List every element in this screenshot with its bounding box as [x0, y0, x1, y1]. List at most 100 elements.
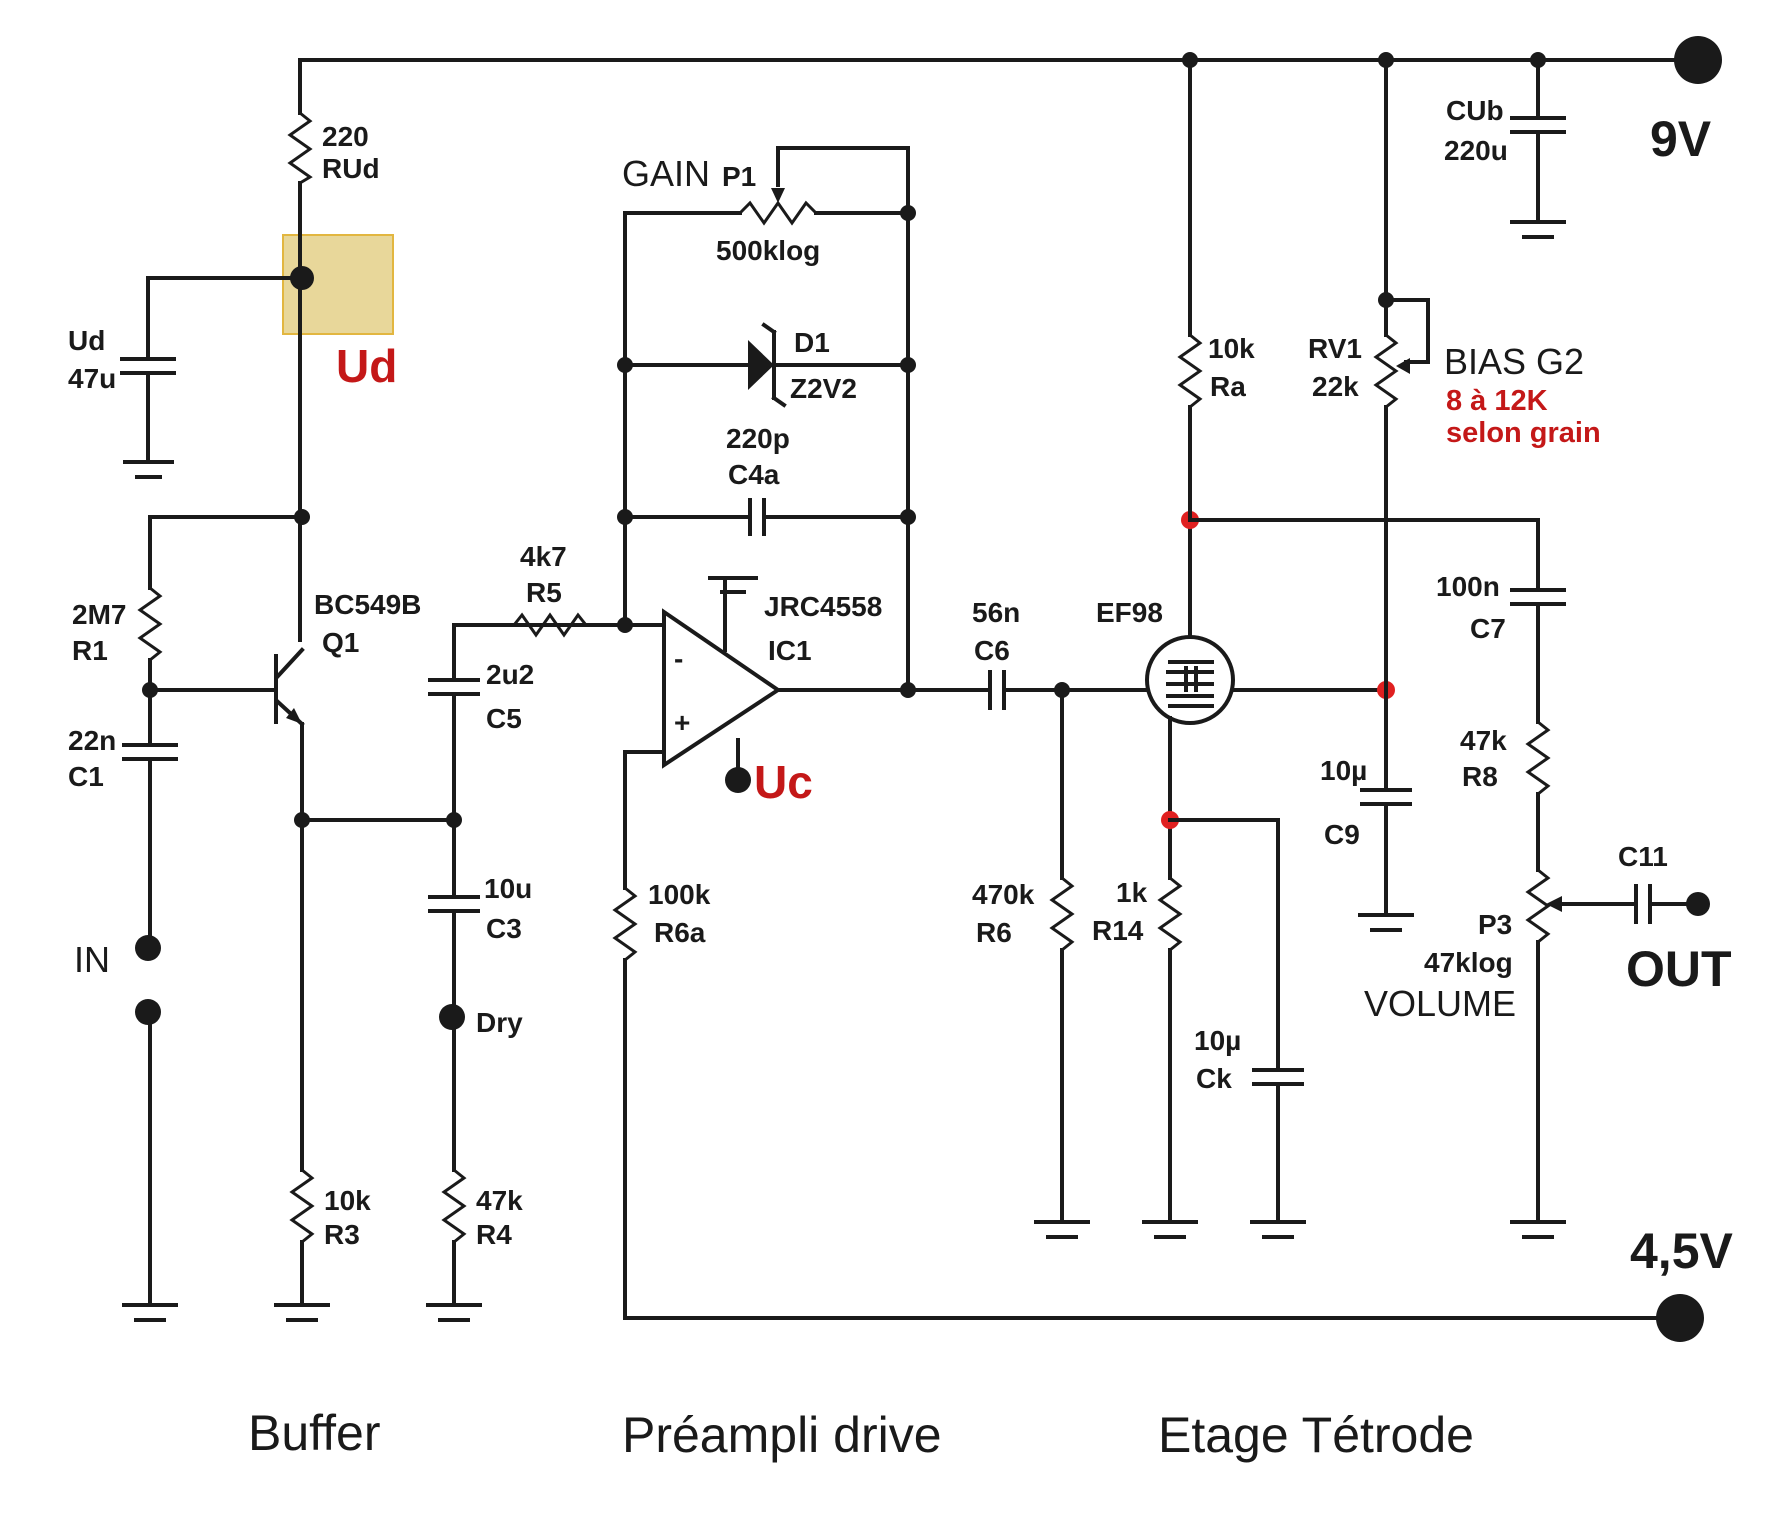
ground-c9: [1358, 913, 1414, 932]
wire-feedback-left: [623, 211, 742, 627]
ground-r3: [274, 1303, 330, 1322]
terminal-4v5[interactable]: [1656, 1294, 1704, 1342]
r8-ref: R8: [1462, 761, 1498, 792]
ck-ref: Ck: [1196, 1063, 1232, 1094]
rv1-note1: 8 à 12K: [1446, 385, 1548, 417]
ic1-ref: IC1: [768, 635, 812, 666]
capacitor-c9: [1360, 788, 1412, 806]
resistor-r4: [441, 1168, 467, 1244]
r1-ref: R1: [72, 635, 108, 666]
section-buffer: Buffer: [248, 1405, 381, 1461]
wire-cathode-ck: [1168, 818, 1280, 1072]
c4a-value: 220p: [726, 423, 790, 454]
d1-value: Z2V2: [790, 373, 857, 404]
tube-ef98: [1145, 635, 1235, 725]
wire-rv1-wiper: [1384, 298, 1430, 364]
wire-plate-c7: [1188, 518, 1540, 592]
c9-value: 10µ: [1320, 755, 1367, 786]
rv1-note2: selon grain: [1446, 417, 1601, 449]
r6a-value: 100k: [648, 879, 711, 910]
capacitor-c11: [1634, 884, 1652, 924]
terminal-dry[interactable]: [439, 1004, 465, 1030]
wire-noninverting: [623, 750, 666, 890]
ground-r4: [426, 1303, 482, 1322]
capacitor-c4a: [748, 498, 766, 536]
section-tetrode: Etage Tétrode: [1158, 1407, 1474, 1463]
p3-value: 47klog: [1424, 947, 1513, 978]
ic1-minus: -: [674, 643, 683, 674]
wire-cud: [146, 276, 304, 360]
potentiometer-rv1-arrow: [1396, 358, 1410, 374]
potentiometer-p1-arrow: [771, 188, 785, 203]
opamp-ic1-vminus-bar: [708, 576, 758, 594]
tube-ef98-grids: [1166, 660, 1214, 708]
potentiometer-p3[interactable]: [1525, 868, 1551, 944]
capacitor-cud: [120, 357, 176, 375]
r6-value: 470k: [972, 879, 1035, 910]
terminal-uc[interactable]: [725, 767, 751, 793]
rv1-function: BIAS G2: [1444, 341, 1584, 382]
p3-function: VOLUME: [1364, 983, 1516, 1024]
capacitor-cub: [1510, 116, 1566, 134]
node-c5-c3: [446, 812, 462, 828]
c11-ref: C11: [1618, 841, 1668, 872]
capacitor-c1: [122, 743, 178, 761]
r4-value: 47k: [476, 1185, 523, 1216]
resistor-r14: [1157, 876, 1183, 952]
ck-value: 10µ: [1194, 1025, 1241, 1056]
c4a-ref: C4a: [728, 459, 780, 490]
d1-ref: D1: [794, 327, 830, 358]
r3-value: 10k: [324, 1185, 371, 1216]
potentiometer-rv1[interactable]: [1373, 333, 1399, 409]
node-opamp-out: [900, 682, 916, 698]
q1-ref: Q1: [322, 627, 359, 658]
node-ra-top: [1182, 52, 1198, 68]
terminal-out[interactable]: [1686, 892, 1710, 916]
c5-value: 2u2: [486, 659, 534, 690]
r3-ref: R3: [324, 1219, 360, 1250]
terminal-9v[interactable]: [1674, 36, 1722, 84]
r6-ref: R6: [976, 917, 1012, 948]
out-label: OUT: [1626, 941, 1732, 997]
transistor-q1-arrow: [286, 708, 302, 724]
diode-d1: [748, 340, 774, 390]
cub-ref: CUb: [1446, 95, 1504, 126]
capacitor-ck: [1252, 1068, 1304, 1086]
r8-value: 47k: [1460, 725, 1507, 756]
r14-value: 1k: [1116, 877, 1148, 908]
uc-label: Uc: [754, 756, 813, 808]
capacitor-c6: [988, 670, 1006, 710]
resistor-r8: [1525, 720, 1551, 796]
c6-value: 56n: [972, 597, 1020, 628]
capacitor-c3: [428, 895, 480, 913]
potentiometer-p1[interactable]: [738, 200, 818, 226]
rv1-ref: RV1: [1308, 333, 1362, 364]
cud-ref: Ud: [68, 325, 105, 356]
tube-ef98-electrodes: [1184, 666, 1198, 692]
rail-9v-label: 9V: [1650, 111, 1712, 167]
r14-ref: R14: [1092, 915, 1144, 946]
ra-value: 10k: [1208, 333, 1255, 364]
ground-r14: [1142, 1220, 1198, 1239]
node-p1: [900, 205, 916, 221]
p1-function: GAIN: [622, 153, 710, 194]
ground-ck: [1250, 1220, 1306, 1239]
ra-ref: Ra: [1210, 371, 1246, 402]
resistor-r5: [512, 612, 588, 638]
resistor-r6: [1049, 876, 1075, 952]
ef98-part: EF98: [1096, 597, 1163, 628]
wire-r1-top: [148, 515, 304, 590]
capacitor-c7: [1510, 588, 1566, 606]
ic1-plus: +: [674, 707, 690, 738]
rv1-value: 22k: [1312, 371, 1359, 402]
c7-value: 100n: [1436, 571, 1500, 602]
q1-part: BC549B: [314, 589, 421, 620]
terminal-in[interactable]: [135, 935, 161, 961]
resistor-r1: [137, 586, 163, 662]
cub-value: 220u: [1444, 135, 1508, 166]
c1-ref: C1: [68, 761, 104, 792]
r4-ref: R4: [476, 1219, 512, 1250]
section-preamp: Préampli drive: [622, 1407, 942, 1463]
p3-ref: P3: [1478, 909, 1512, 940]
